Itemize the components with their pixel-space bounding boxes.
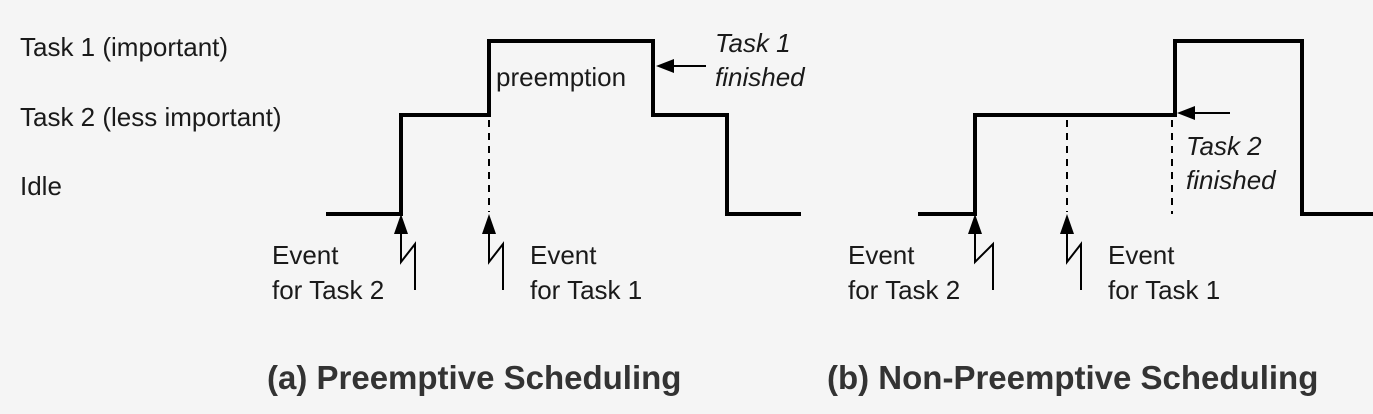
task2-finished-label-line1: Task 2 — [1186, 131, 1262, 161]
event-task2-arrow — [968, 214, 994, 290]
preemption-label: preemption — [496, 62, 626, 92]
task1-finished-arrow — [656, 59, 706, 73]
level-label-task1: Task 1 (important) — [20, 32, 228, 62]
event-task1-label-line1: Event — [530, 240, 597, 270]
event-task1-label-line2: for Task 1 — [530, 275, 642, 305]
panel-non-preemptive: Task 2 finished Event for Task 2 Event f… — [827, 39, 1373, 396]
event-task1-arrow — [482, 214, 504, 290]
caption-non-preemptive: (b) Non-Preemptive Scheduling — [827, 359, 1318, 396]
event-task2-label-line2: for Task 2 — [272, 275, 384, 305]
task1-finished-label-line2: finished — [715, 62, 806, 92]
event-task2-label-line1: Event — [272, 240, 339, 270]
event-task1-label-line1: Event — [1108, 240, 1175, 270]
event-task1-label-line2: for Task 1 — [1108, 275, 1220, 305]
level-label-task2: Task 2 (less important) — [20, 102, 282, 132]
event-task1-arrow — [1060, 214, 1082, 290]
task2-finished-arrow — [1177, 106, 1230, 120]
caption-preemptive: (a) Preemptive Scheduling — [267, 359, 681, 396]
level-labels: Task 1 (important) Task 2 (less importan… — [20, 32, 282, 201]
event-task2-arrow — [394, 214, 416, 290]
task2-finished-label-line2: finished — [1186, 165, 1277, 195]
task-timeline-preemptive — [326, 39, 801, 216]
event-task2-label-line2: for Task 2 — [848, 275, 960, 305]
task-timeline-non-preemptive — [918, 39, 1373, 216]
task1-finished-label-line1: Task 1 — [715, 28, 791, 58]
panel-preemptive: preemption Task 1 finished Event for Tas… — [267, 28, 806, 396]
level-label-idle: Idle — [20, 171, 62, 201]
event-task2-label-line1: Event — [848, 240, 915, 270]
